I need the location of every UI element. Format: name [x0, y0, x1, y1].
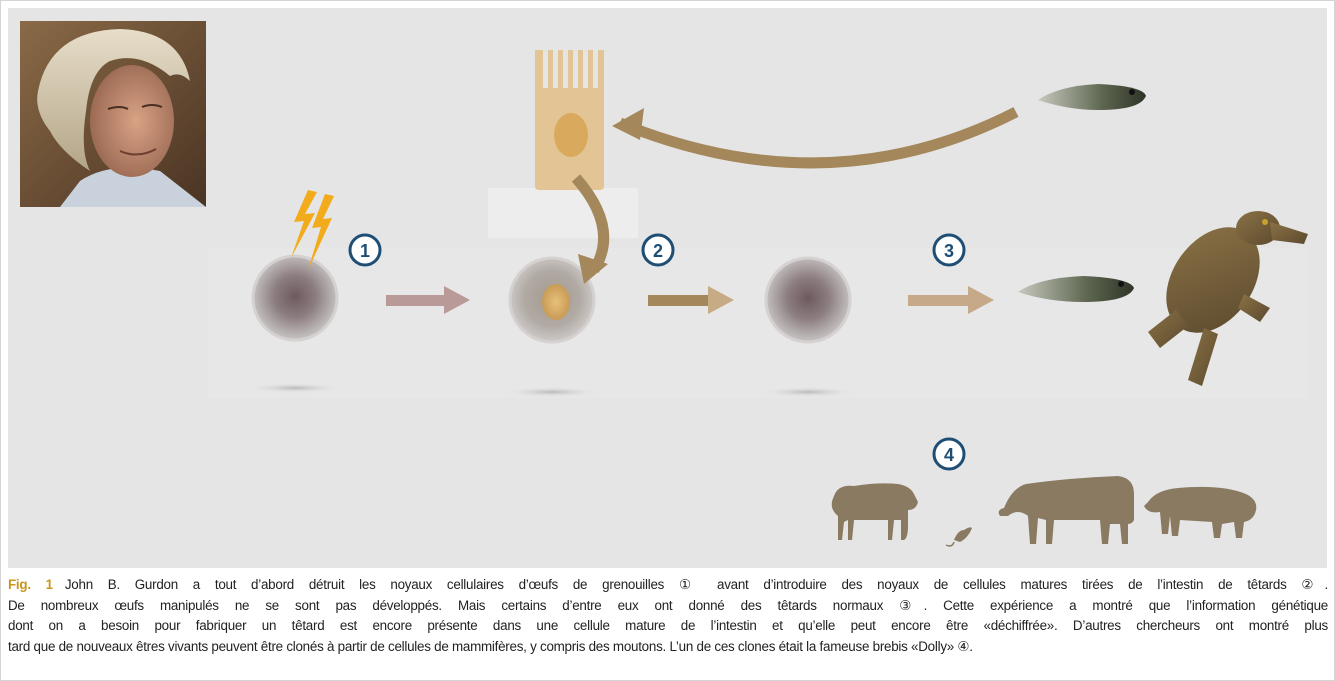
- figure-panel: 1 2 3: [8, 8, 1327, 568]
- marker-4: 4: [934, 439, 964, 469]
- transplanted-nucleus: [542, 284, 570, 320]
- egg-shadow: [247, 383, 343, 393]
- egg-cell-1: [253, 256, 337, 340]
- tadpole-top: [1038, 84, 1146, 110]
- background-highlight: [488, 188, 638, 238]
- cow-silhouette: [999, 476, 1134, 544]
- figure-caption: Fig. 1 John B. Gurdon a tout d’abord détr…: [8, 575, 1328, 657]
- marker-2: 2: [643, 235, 673, 265]
- caption-line-4: tard que de nouveaux êtres vivants peuve…: [8, 637, 1328, 658]
- marker-3: 3: [934, 235, 964, 265]
- svg-text:2: 2: [653, 241, 663, 261]
- caption-line-3: dont on a besoin pour fabriquer un têtar…: [8, 616, 1328, 637]
- egg-shadow: [504, 387, 600, 397]
- svg-text:1: 1: [360, 241, 370, 261]
- svg-text:4: 4: [944, 445, 954, 465]
- egg-shadow: [760, 387, 856, 397]
- intestinal-cell: [535, 50, 604, 190]
- svg-text:3: 3: [944, 241, 954, 261]
- sheep-silhouette: [832, 483, 918, 540]
- curved-arrow-head: [612, 108, 644, 140]
- mouse-silhouette: [946, 527, 972, 546]
- pig-silhouette: [1144, 487, 1256, 538]
- caption-line-1: Fig. 1 John B. Gurdon a tout d’abord détr…: [8, 575, 1328, 596]
- egg-cell-3: [766, 258, 850, 342]
- curved-arrow-to-cell: [620, 112, 1016, 163]
- portrait-image: [20, 21, 206, 207]
- caption-text: John B. Gurdon a tout d’abord détruit le…: [65, 577, 1328, 592]
- caption-line-2: De nombreux œufs manipulés ne se sont pa…: [8, 596, 1328, 617]
- figure-label: Fig. 1: [8, 577, 53, 592]
- marker-1: 1: [350, 235, 380, 265]
- portrait-photo: [20, 21, 206, 207]
- background-band: [208, 248, 1308, 398]
